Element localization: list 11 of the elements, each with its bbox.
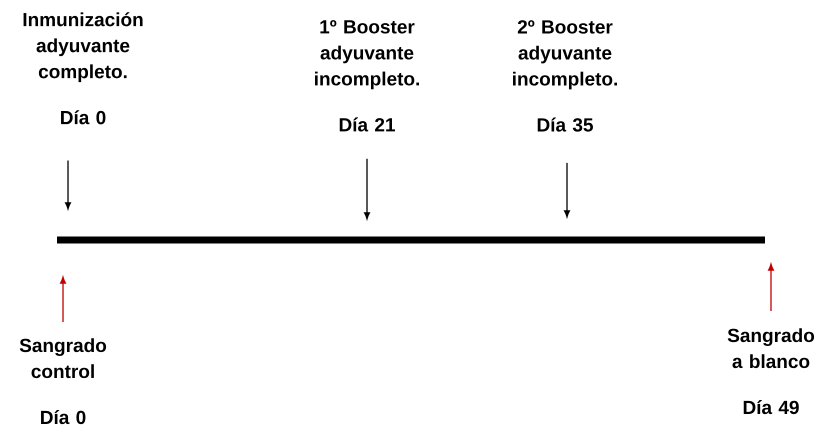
arrow (768, 264, 774, 311)
arrow (564, 162, 570, 218)
event-label: 2º Booster adyuvante incompleto. Día 35 (513, 20, 617, 132)
timeline-bar (57, 236, 765, 244)
event-label: Sangrado control Día 0 (20, 338, 106, 424)
event-label: Sangrado a blanco Día 49 (728, 328, 814, 414)
arrow (65, 160, 71, 210)
arrow (60, 276, 66, 322)
arrow (364, 158, 370, 220)
event-label: Inmunización adyuvante completo. Día 0 (24, 12, 143, 124)
event-label: 1º Booster adyuvante incompleto. Día 21 (315, 20, 419, 132)
